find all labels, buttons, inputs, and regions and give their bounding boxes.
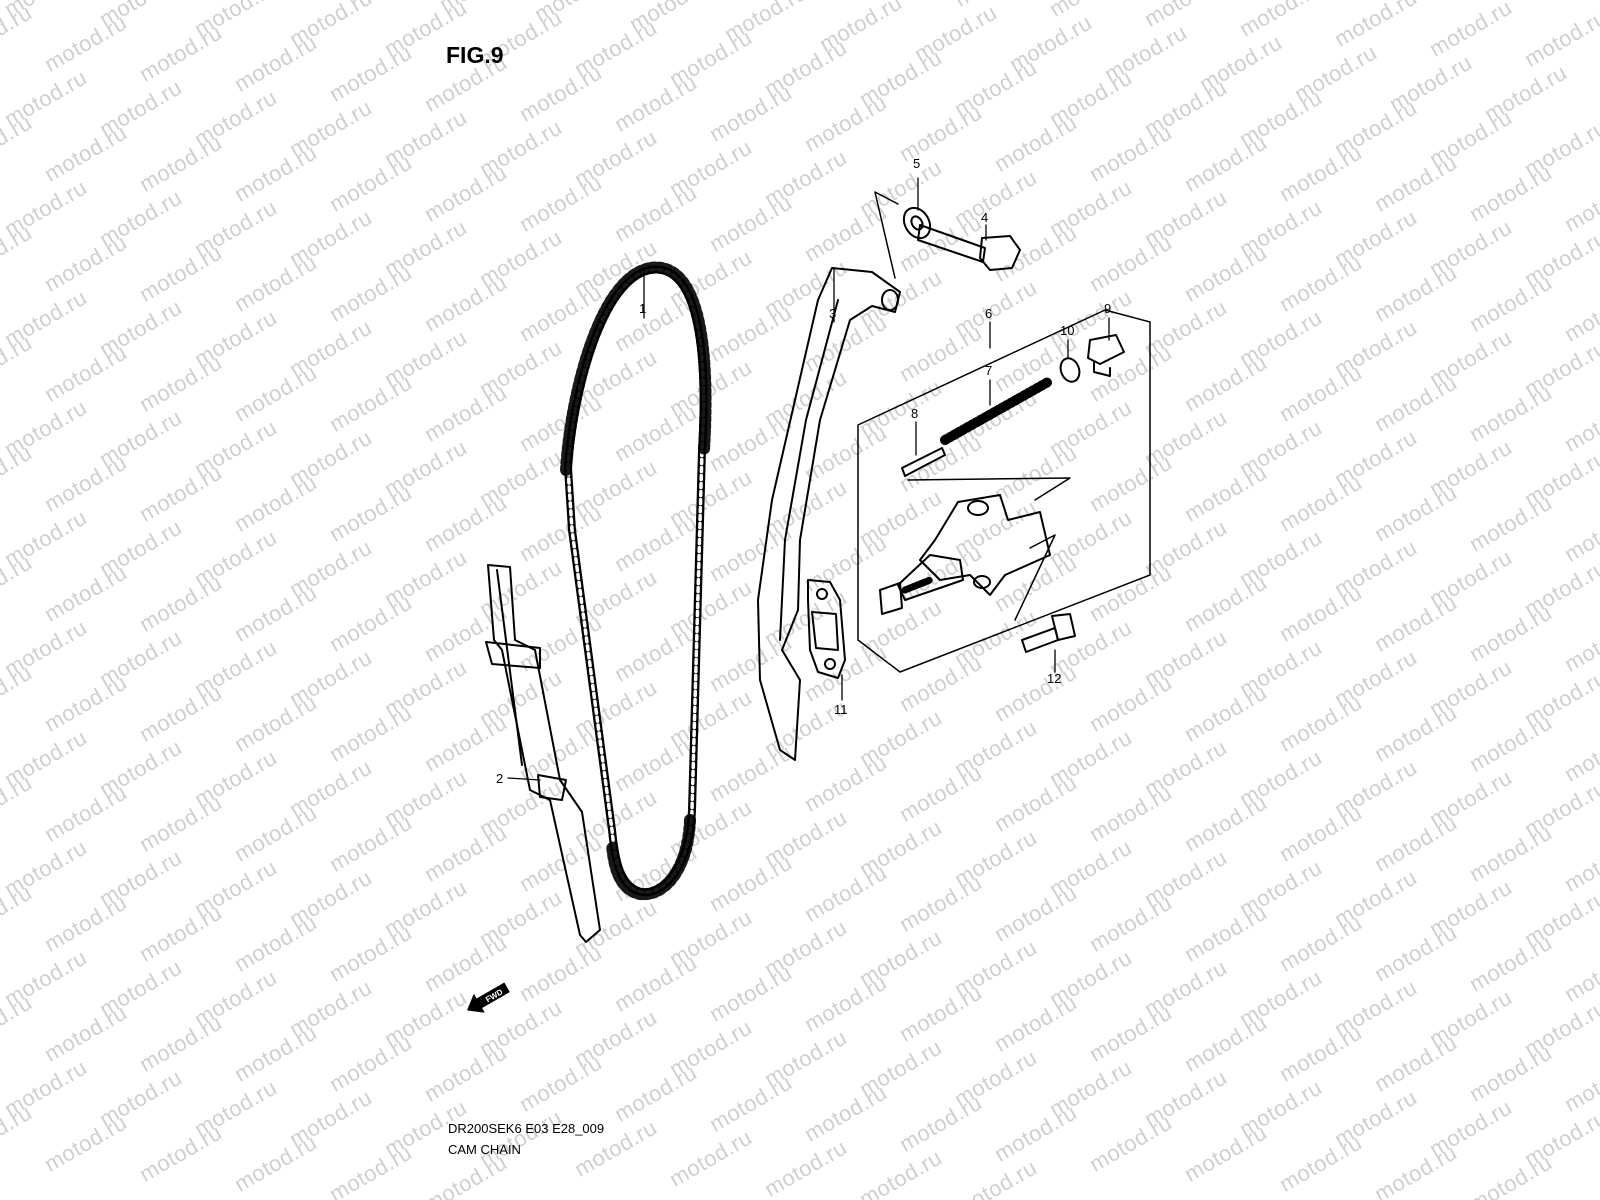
spring-part-7 bbox=[940, 377, 1053, 445]
callout-4: 4 bbox=[981, 210, 988, 225]
gasket-part-11 bbox=[807, 579, 846, 679]
plug-part-9 bbox=[1087, 334, 1125, 377]
callout-numbers: 1 2 3 4 5 6 7 8 9 10 11 12 bbox=[496, 156, 1111, 786]
callout-7: 7 bbox=[985, 363, 992, 378]
callout-3: 3 bbox=[829, 306, 836, 321]
chain-guide-part-2 bbox=[485, 564, 601, 943]
fwd-arrow-icon: FWD bbox=[467, 982, 510, 1013]
pin-part-8 bbox=[901, 447, 946, 477]
callout-2: 2 bbox=[496, 771, 503, 786]
bolt-part-12 bbox=[1021, 613, 1076, 653]
callout-8: 8 bbox=[911, 406, 918, 421]
callout-5: 5 bbox=[913, 156, 920, 171]
callout-10: 10 bbox=[1060, 323, 1074, 338]
callout-11: 11 bbox=[834, 702, 848, 717]
callout-6: 6 bbox=[985, 306, 992, 321]
leader-lines bbox=[507, 177, 1110, 781]
callout-1: 1 bbox=[639, 301, 646, 316]
tensioner-assembly-part-6 bbox=[857, 309, 1151, 673]
tensioner-body bbox=[879, 494, 1051, 615]
cam-chain bbox=[560, 261, 712, 901]
pivot-bolt-part-4 bbox=[917, 224, 1021, 271]
washer-part-5 bbox=[902, 206, 932, 240]
tensioner-guide-part-3 bbox=[757, 267, 901, 761]
figure-title: FIG.9 bbox=[446, 42, 504, 68]
callout-12: 12 bbox=[1047, 671, 1061, 686]
diagram-name: CAM CHAIN bbox=[448, 1142, 521, 1157]
diagram-code: DR200SEK6 E03 E28_009 bbox=[448, 1121, 605, 1136]
callout-9: 9 bbox=[1104, 301, 1111, 316]
assembly-bracket-line bbox=[874, 191, 899, 279]
o-ring-part-10 bbox=[1059, 357, 1081, 383]
